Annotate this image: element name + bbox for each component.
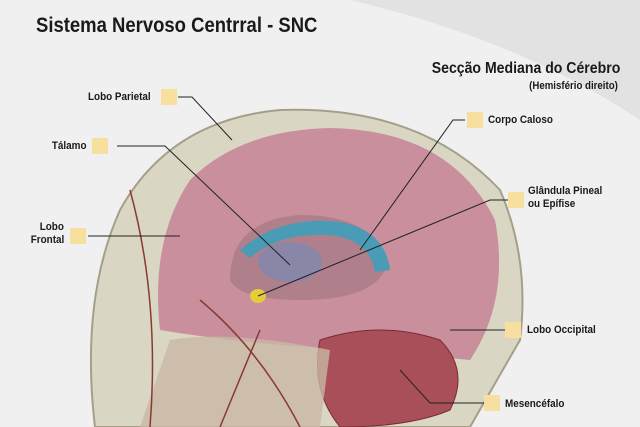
page-title: Sistema Nervoso Centrral - SNC — [36, 14, 318, 37]
label-lobo-frontal-2: Frontal — [30, 234, 64, 246]
marker-lobo-frontal — [70, 228, 86, 244]
label-lobo-occipital: Lobo Occipital — [527, 324, 596, 336]
marker-lobo-occipital — [505, 322, 521, 338]
label-talamo: Tálamo — [52, 140, 87, 152]
marker-lobo-parietal — [161, 89, 177, 105]
marker-mesencefalo — [484, 395, 500, 411]
label-lobo-frontal-1: Lobo — [39, 221, 64, 233]
thalamus — [258, 242, 322, 282]
corpus-callosum — [240, 220, 390, 272]
section-note: (Hemisfério direito) — [529, 80, 618, 92]
section-title: Secção Mediana do Cérebro — [431, 60, 620, 77]
label-corpo-caloso: Corpo Caloso — [488, 114, 553, 126]
label-mesencefalo: Mesencéfalo — [505, 398, 565, 410]
label-glandula-2: ou Epífise — [528, 198, 576, 210]
marker-talamo — [92, 138, 108, 154]
marker-corpo-caloso — [467, 112, 483, 128]
label-lobo-parietal: Lobo Parietal — [88, 91, 151, 103]
marker-glandula-pineal — [508, 192, 524, 208]
label-glandula-1: Glândula Pineal — [528, 185, 603, 197]
cerebellum — [317, 329, 459, 427]
